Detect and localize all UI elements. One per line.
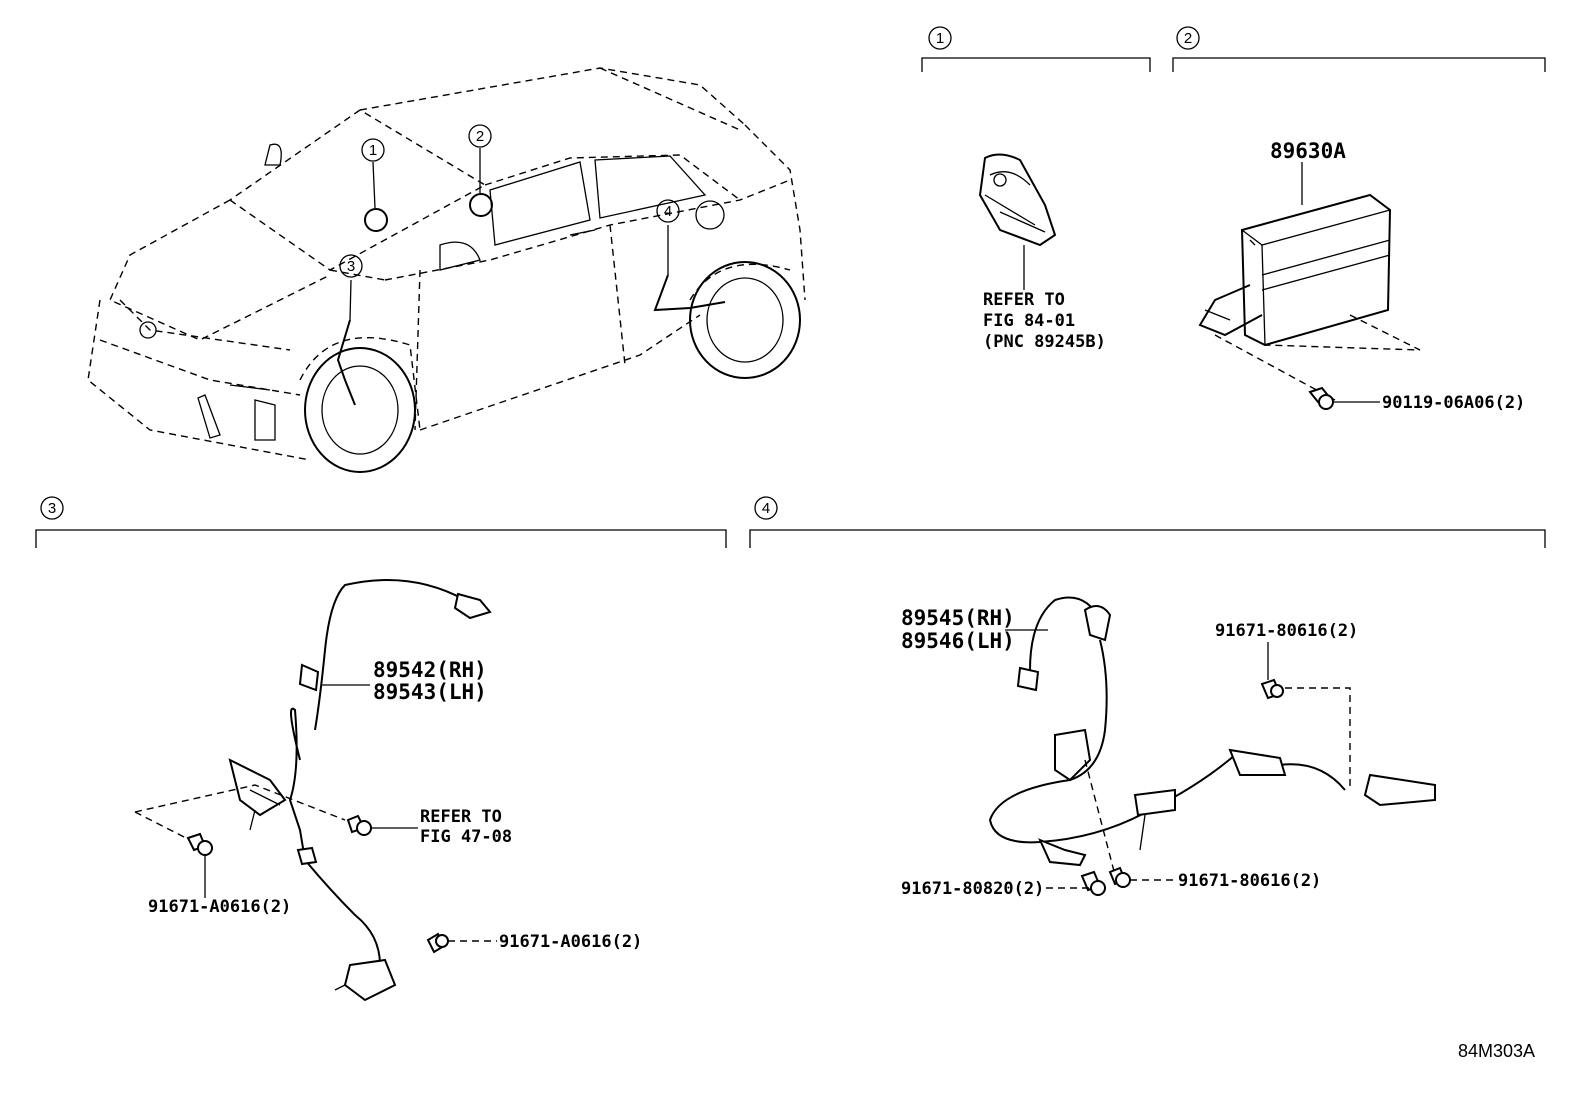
section-1-refer-line3: (PNC 89245B) bbox=[983, 332, 1106, 352]
front-speed-sensor bbox=[228, 579, 492, 1002]
section-3-callout: 3 bbox=[48, 500, 56, 517]
rear-sensor-rh-part-number: 89545(RH) bbox=[901, 606, 1015, 630]
car-overview: 1 2 3 4 bbox=[87, 67, 806, 473]
front-bolt-refer bbox=[346, 814, 372, 836]
front-bolt-right bbox=[426, 932, 449, 954]
rear-bolt-top-part-number: 91671-80616(2) bbox=[1215, 621, 1358, 641]
rear-bolt-left bbox=[1080, 870, 1106, 896]
ecu-module bbox=[1198, 193, 1392, 347]
ecu-bolt bbox=[1308, 386, 1334, 410]
car-callout-4: 4 bbox=[664, 203, 672, 220]
rear-bolt-right bbox=[1108, 866, 1131, 888]
front-sensor-lh-part-number: 89543(LH) bbox=[373, 680, 487, 704]
sensor-part bbox=[978, 153, 1057, 247]
rear-bolt-top bbox=[1260, 678, 1284, 700]
rear-bolt-left-part-number: 91671-80820(2) bbox=[901, 879, 1044, 899]
front-sensor-rh-part-number: 89542(RH) bbox=[373, 658, 487, 682]
section-2: 2 89630A 90119-06A06(2) bbox=[1172, 26, 1546, 413]
front-bolt-left bbox=[186, 832, 213, 856]
rear-speed-sensor bbox=[988, 596, 1436, 867]
ecu-part-number: 89630A bbox=[1270, 139, 1346, 163]
car-callout-3: 3 bbox=[347, 258, 355, 275]
section-2-callout: 2 bbox=[1184, 30, 1192, 47]
section-3-refer-line2: FIG 47-08 bbox=[420, 827, 512, 847]
section-1: 1 REFER TO FIG 84-01 (PNC 89245B) bbox=[921, 26, 1151, 352]
diagram-code: 84M303A bbox=[1458, 1041, 1535, 1061]
ecu-bolt-part-number: 90119-06A06(2) bbox=[1382, 393, 1525, 413]
car-callout-2: 2 bbox=[476, 128, 484, 145]
front-bolt-right-part-number: 91671-A0616(2) bbox=[499, 932, 642, 952]
section-1-refer-line2: FIG 84-01 bbox=[983, 311, 1075, 331]
section-1-refer-line1: REFER TO bbox=[983, 290, 1065, 310]
rear-sensor-lh-part-number: 89546(LH) bbox=[901, 629, 1015, 653]
section-4: 4 89545(RH) 89546(LH) 91671-80616(2) bbox=[749, 496, 1546, 899]
section-1-callout: 1 bbox=[936, 30, 944, 47]
front-bolt-left-part-number: 91671-A0616(2) bbox=[148, 897, 291, 917]
section-4-callout: 4 bbox=[762, 500, 770, 517]
section-3: 3 91671-A0616(2) REFER T bbox=[35, 496, 727, 1002]
section-3-refer-line1: REFER TO bbox=[420, 807, 502, 827]
car-callout-1: 1 bbox=[369, 142, 377, 159]
rear-bolt-right-part-number: 91671-80616(2) bbox=[1178, 871, 1321, 891]
